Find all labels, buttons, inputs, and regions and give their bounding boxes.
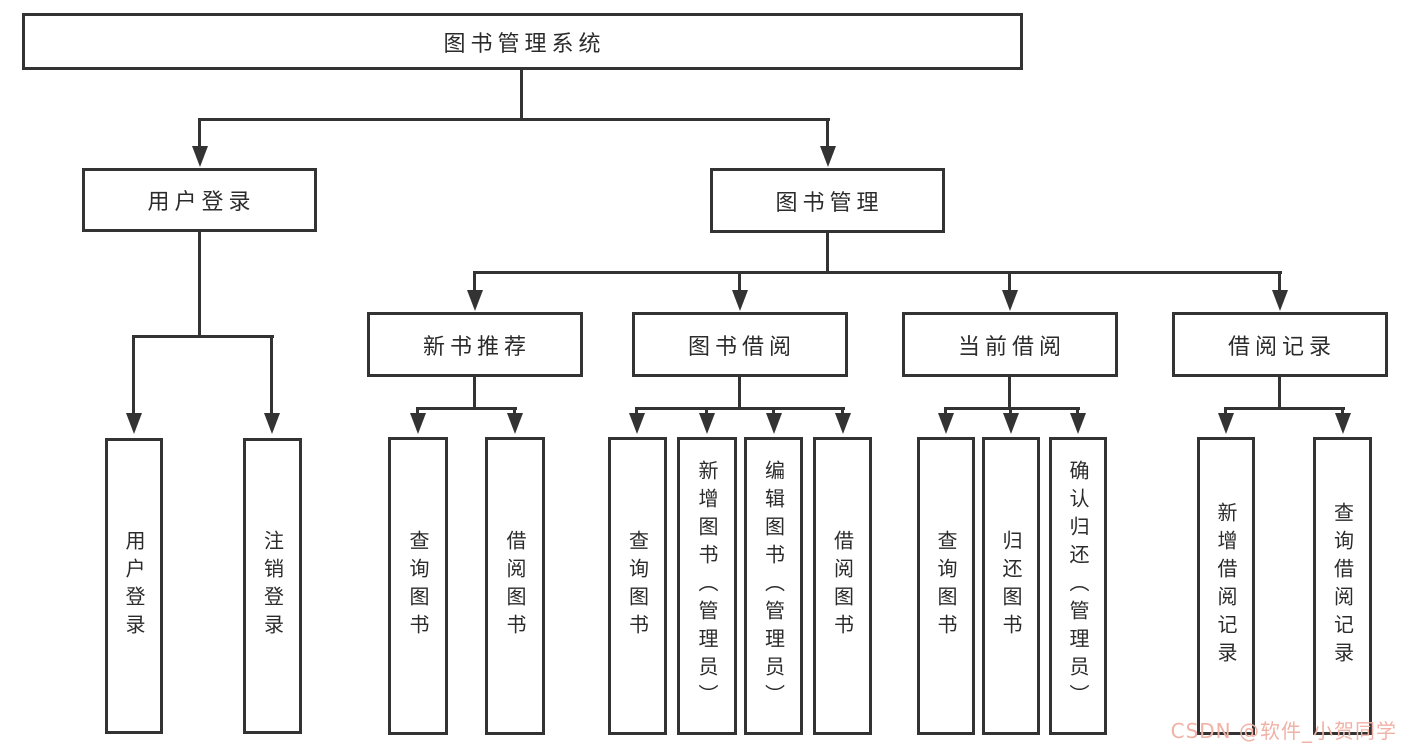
node-label: 归还图书 xyxy=(999,530,1023,642)
node-label: 注销登录 xyxy=(260,530,285,642)
node-label: 图书管理 xyxy=(775,190,884,216)
node-label: 新书推荐 xyxy=(422,334,531,360)
connector-line xyxy=(772,407,775,417)
connector-line xyxy=(473,377,476,410)
connector-line xyxy=(1008,271,1011,292)
connector-line xyxy=(841,407,844,417)
node-borrowing-records: 借阅记录 xyxy=(1172,312,1388,377)
node-label: 用户登录 xyxy=(122,530,146,642)
arrowhead-icon xyxy=(1272,290,1288,311)
arrowhead-icon xyxy=(410,413,426,434)
node-root-library-system: 图书管理系统 xyxy=(22,13,1023,70)
arrowhead-icon xyxy=(766,413,782,434)
connector-line xyxy=(473,271,476,292)
connector-line xyxy=(944,407,947,417)
connector-line xyxy=(416,407,517,410)
leaf-borrow-books-recommend: 借阅图书 xyxy=(485,437,545,735)
arrowhead-icon xyxy=(1218,413,1234,434)
leaf-search-books-borrowing: 查询图书 xyxy=(608,437,667,735)
arrowhead-icon xyxy=(467,290,483,311)
node-book-borrowing: 图书借阅 xyxy=(632,312,848,377)
arrowhead-icon xyxy=(507,413,523,434)
leaf-search-books-current: 查询图书 xyxy=(917,437,975,735)
leaf-user-login: 用户登录 xyxy=(105,438,163,734)
connector-line xyxy=(1009,407,1012,417)
arrowhead-icon xyxy=(699,413,715,434)
connector-line xyxy=(826,233,829,273)
connector-line xyxy=(1278,377,1281,410)
connector-line xyxy=(1224,407,1227,417)
arrowhead-icon xyxy=(938,413,954,434)
node-new-book-recommendation: 新书推荐 xyxy=(367,312,583,377)
connector-line xyxy=(635,407,845,410)
node-current-borrowing: 当前借阅 xyxy=(902,312,1118,377)
leaf-search-books-recommend: 查询图书 xyxy=(388,437,448,735)
leaf-logout: 注销登录 xyxy=(243,438,302,734)
arrowhead-icon xyxy=(192,146,208,167)
connector-line xyxy=(198,232,201,338)
connector-line xyxy=(1076,407,1079,417)
csdn-watermark: CSDN @软件_小贺同学 xyxy=(1170,719,1397,743)
arrowhead-icon xyxy=(264,413,280,434)
connector-line xyxy=(635,407,638,417)
node-label: 确认归还（管理员） xyxy=(1066,460,1090,712)
connector-line xyxy=(198,118,830,121)
connector-line xyxy=(473,271,1282,274)
node-label: 图书借阅 xyxy=(687,334,796,360)
node-label: 借阅记录 xyxy=(1227,334,1336,360)
node-label: 查询借阅记录 xyxy=(1330,502,1355,670)
arrowhead-icon xyxy=(732,290,748,311)
connector-line xyxy=(132,335,274,338)
node-label: 借阅图书 xyxy=(830,530,855,642)
connector-line xyxy=(738,377,741,410)
node-label: 当前借阅 xyxy=(957,334,1066,360)
node-label: 查询图书 xyxy=(625,530,650,642)
arrowhead-icon xyxy=(1002,290,1018,311)
arrowhead-icon xyxy=(1335,413,1351,434)
connector-line xyxy=(513,407,516,417)
connector-line xyxy=(270,335,273,415)
leaf-add-books-admin: 新增图书（管理员） xyxy=(677,437,737,735)
node-label: 查询图书 xyxy=(406,530,430,642)
connector-line xyxy=(738,271,741,292)
node-label: 新增图书（管理员） xyxy=(695,460,719,712)
node-label: 借阅图书 xyxy=(503,530,527,642)
arrowhead-icon xyxy=(629,413,645,434)
connector-line xyxy=(132,335,135,415)
node-label: 新增借阅记录 xyxy=(1214,502,1238,670)
arrowhead-icon xyxy=(1070,413,1086,434)
arrowhead-icon xyxy=(126,413,142,434)
connector-line xyxy=(1278,271,1281,292)
connector-line xyxy=(198,118,201,150)
leaf-add-borrow-record: 新增借阅记录 xyxy=(1197,437,1255,735)
connector-line xyxy=(705,407,708,417)
connector-line xyxy=(1224,407,1345,410)
arrowhead-icon xyxy=(835,413,851,434)
node-book-management: 图书管理 xyxy=(710,168,945,233)
node-label: 查询图书 xyxy=(934,530,958,642)
connector-line xyxy=(826,118,829,150)
leaf-search-borrow-record: 查询借阅记录 xyxy=(1313,437,1372,735)
leaf-edit-books-admin: 编辑图书（管理员） xyxy=(744,437,803,735)
connector-line xyxy=(1008,377,1011,410)
connector-line xyxy=(944,407,1080,410)
node-user-login: 用户登录 xyxy=(82,168,317,232)
arrowhead-icon xyxy=(1003,413,1019,434)
node-label: 编辑图书（管理员） xyxy=(761,460,786,712)
leaf-return-books: 归还图书 xyxy=(982,437,1040,735)
leaf-borrow-books-borrowing: 借阅图书 xyxy=(813,437,872,735)
node-label: 用户登录 xyxy=(147,190,256,215)
node-label: 图书管理系统 xyxy=(443,31,606,57)
connector-line xyxy=(520,70,523,120)
connector-line xyxy=(1341,407,1344,417)
arrowhead-icon xyxy=(820,146,836,167)
connector-line xyxy=(416,407,419,417)
leaf-confirm-return-admin: 确认归还（管理员） xyxy=(1049,437,1107,735)
